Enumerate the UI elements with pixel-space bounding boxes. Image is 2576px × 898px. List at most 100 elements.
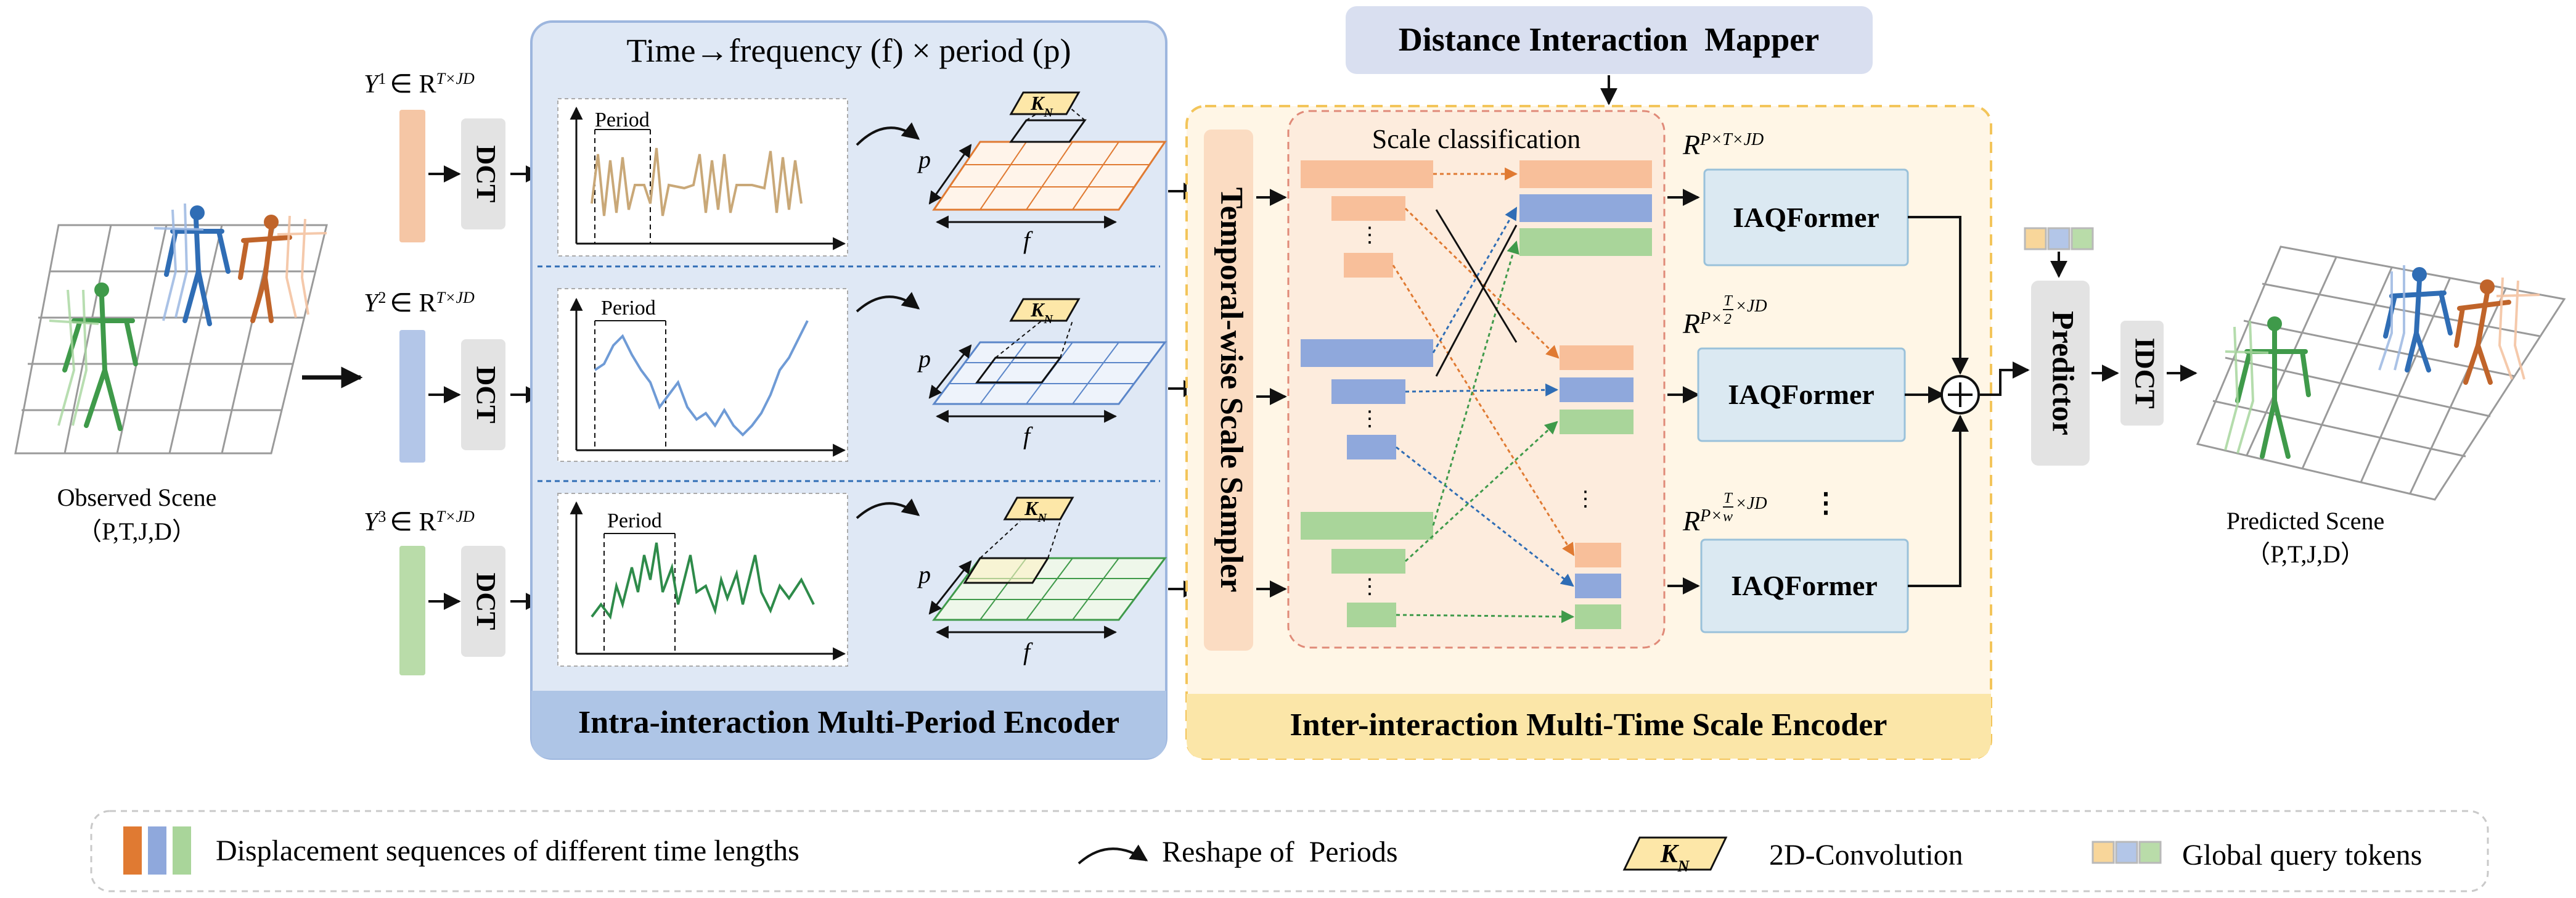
input-3-symbol: Y (364, 508, 381, 537)
svg-text:KN: KN (1030, 92, 1053, 120)
kernel-icon-1 (1009, 91, 1081, 115)
svg-text:Y1∈ RT×JD: Y1∈ RT×JD (364, 70, 475, 99)
observed-green-skeleton (62, 282, 138, 431)
input-row-3: Y3∈ RT×JD DCT (364, 508, 543, 675)
rspace-2-num: T (1723, 293, 1733, 309)
input-2-symbol: Y (364, 289, 381, 318)
dct-label-2: DCT (471, 366, 501, 424)
waveform-3 (591, 542, 815, 620)
rspace-2-tail: ×JD (1735, 297, 1767, 316)
kernel-sub-2: N (1043, 313, 1053, 326)
input-1-space-sup: T×JD (436, 70, 475, 88)
svg-text:KN: KN (1024, 497, 1047, 525)
observed-green-trail (49, 289, 99, 426)
rspace-1-sup: P×T×JD (1699, 130, 1764, 149)
intra-row-1: Period KN p f (557, 91, 1167, 257)
svg-text:RP×: RP× (1682, 505, 1722, 537)
kernel-label-3: K (1024, 497, 1039, 519)
rspace-2-den: 2 (1724, 311, 1732, 327)
rspace-3-den: w (1723, 509, 1733, 525)
scale-routing-arrows (1392, 167, 1575, 624)
legend-reshape-icon (1077, 844, 1148, 865)
observed-orange-trail (277, 215, 327, 318)
ellipsis-green: ⋮ (1359, 575, 1380, 598)
iaqformer-3-label: IAQFormer (1731, 570, 1878, 601)
axis-p-1: p (917, 146, 931, 173)
svg-text:KN: KN (1030, 299, 1053, 326)
idct-label: IDCT (2129, 337, 2161, 408)
ellipsis-orange: ⋮ (1359, 224, 1380, 247)
input-2-sequence-bar (399, 330, 425, 463)
sampler-label: Temporal-wise Scale Sampler (1214, 187, 1249, 593)
rspace-3-base: R (1682, 505, 1700, 537)
kernel-sub-1: N (1043, 106, 1053, 120)
sum-connectors (1905, 216, 1969, 587)
observed-grid (14, 224, 328, 455)
predictor-block: Predictor (2031, 281, 2090, 466)
rspace-3-tail: ×JD (1735, 494, 1767, 513)
kernel-sub-3: N (1037, 511, 1047, 525)
dct-label-3: DCT (471, 573, 501, 630)
legend-conv-label: 2D-Convolution (1769, 839, 1963, 871)
legend-kernel-label: K (1660, 840, 1680, 868)
distance-interaction-mapper: Distance Interaction Mapper (1346, 6, 1873, 105)
ellipsis-right: ⋮ (1575, 488, 1596, 511)
period-grid-3: KN p f (917, 496, 1167, 665)
iaqformer-2: IAQFormer (1697, 347, 1906, 442)
predicted-scene-label: Predicted Scene (2226, 507, 2385, 535)
global-query-tokens (2024, 227, 2094, 278)
input-1-space: ∈ R (390, 70, 436, 99)
waveform-panel-3 (557, 493, 848, 667)
input-row-2: Y2∈ RT×JD DCT (364, 289, 543, 463)
legend: Displacement sequences of different time… (90, 810, 2489, 892)
legend-query-label: Global query tokens (2182, 839, 2422, 871)
kernel-icon-2 (1009, 298, 1081, 322)
svg-text:RP×T×JD: RP×T×JD (1682, 129, 1764, 160)
rspace-1-base: R (1682, 129, 1700, 160)
input-2-space-sup: T×JD (436, 289, 475, 307)
iaqformer-1: IAQFormer (1703, 168, 1909, 266)
dct-label-1: DCT (471, 146, 501, 203)
scale-blocks-right: ⋮ (1519, 160, 1652, 629)
predicted-scene-dims: （P,T,J,D） (2246, 540, 2365, 568)
rspace-label-3: RP× T w ×JD ⋮ (1682, 488, 1839, 537)
idct-block: IDCT (2120, 321, 2164, 426)
observed-orange-skeleton (238, 215, 292, 323)
kernel-label-1: K (1030, 92, 1045, 114)
rspace-3-sup: P× (1699, 506, 1722, 525)
dct-box-2 (461, 339, 505, 450)
predicted-green-trail (2224, 320, 2269, 454)
legend-displacement-icon (123, 826, 191, 875)
intra-row-2: Period KN p f (557, 288, 1167, 462)
sum-icon (1940, 375, 1980, 414)
reshape-arrow-3 (856, 498, 920, 519)
legend-displacement-label: Displacement sequences of different time… (216, 834, 799, 867)
distance-mapper-label: Distance Interaction Mapper (1399, 21, 1819, 58)
rspace-ellipsis: ⋮ (1812, 488, 1839, 518)
svg-text:Y3∈ RT×JD: Y3∈ RT×JD (364, 508, 475, 537)
observed-scene-label: Observed Scene (57, 484, 217, 511)
dct-box-1 (461, 118, 505, 229)
predicted-green-skeleton (2235, 316, 2311, 459)
predicted-orange-trail (2496, 277, 2540, 380)
input-3-sequence-bar (399, 546, 425, 675)
ellipsis-blue: ⋮ (1359, 408, 1380, 430)
period-label-3: Period (607, 509, 662, 532)
legend-kernel-sub: N (1677, 857, 1690, 875)
rspace-3-num: T (1723, 490, 1733, 506)
predicted-scene: Predicted Scene （P,T,J,D） (2196, 245, 2566, 568)
kernel-icon-3 (1003, 496, 1074, 521)
inter-encoder-label: Inter-interaction Multi-Time Scale Encod… (1290, 707, 1887, 743)
sum-to-predictor-arrow (1980, 361, 2030, 396)
dct-box-3 (461, 546, 505, 657)
observed-blue-trail (153, 203, 204, 321)
observed-scene-dims: （P,T,J,D） (77, 517, 197, 545)
svg-text:KN: KN (1660, 840, 1690, 875)
reshape-arrow-2 (856, 292, 920, 313)
observed-scene: Observed Scene （P,T,J,D） (14, 203, 328, 545)
input-3-sup: 3 (378, 508, 386, 525)
legend-reshape-label: Reshape of Periods (1162, 836, 1398, 868)
input-3-space-sup: T×JD (436, 508, 475, 525)
waveform-2 (594, 320, 809, 437)
